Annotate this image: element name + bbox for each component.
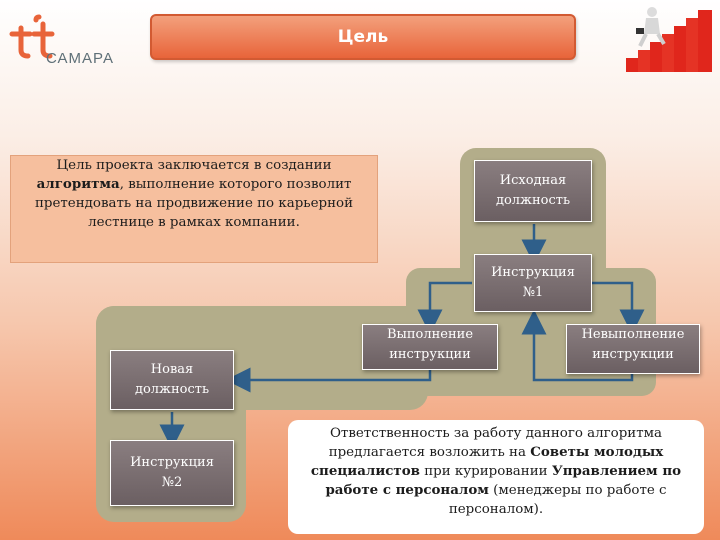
node-execution-line1: Выполнение [386, 327, 474, 342]
goal-text-bold: алгоритма [36, 176, 120, 192]
resp-part3: (менеджеры по работе с персоналом). [448, 483, 667, 517]
company-logo [8, 14, 128, 74]
node-non-execution: Невыполнение инструкции [566, 324, 700, 374]
node-instruction2-line1: Инструкция [130, 455, 214, 470]
resp-part1: Ответственность за работу данного алгори… [328, 426, 663, 460]
node-initial-line2: должность [495, 193, 571, 208]
node-nonexecution-line2: инструкции [592, 347, 674, 362]
responsibility-text: Ответственность за работу данного алгори… [288, 420, 704, 534]
arrow-nonexecution-to-instruction1 [521, 309, 634, 382]
logo-text: САМАРА [46, 50, 115, 67]
resp-bold1: Советы молодых специалистов [310, 444, 664, 479]
goal-text-after: , выполнение которого позволит претендов… [34, 177, 354, 230]
node-initial-line1: Исходная [499, 173, 567, 188]
node-new-position-line1: Новая [150, 362, 194, 377]
node-nonexecution-line1: Невыполнение [581, 327, 685, 342]
node-instruction2: Инструкция №2 [110, 440, 234, 506]
goal-text-before: Цель проекта заключается в создании [56, 158, 332, 173]
node-instruction2-line2: №2 [161, 475, 183, 490]
node-new-position-line2: должность [134, 382, 210, 397]
node-instruction1: Инструкция №1 [474, 254, 592, 312]
logo-mark-icon [9, 14, 55, 59]
node-instruction1-line1: Инструкция [491, 265, 575, 280]
arrow-instruction1-to-execution [417, 281, 472, 335]
resp-part2: при курировании [419, 464, 552, 479]
arrow-execution-to-new-position [225, 367, 432, 393]
node-initial-position: Исходная должность [474, 160, 592, 222]
arrow-instruction1-to-nonexecution [592, 281, 645, 335]
page-title: Цель [150, 14, 576, 60]
node-instruction1-line2: №1 [522, 285, 544, 300]
node-execution-line2: инструкции [389, 347, 471, 362]
career-stairs-icon [624, 2, 716, 74]
node-execution: Выполнение инструкции [362, 324, 498, 370]
resp-bold2: Управлением по работе с персоналом [325, 463, 682, 498]
project-goal-text: Цель проекта заключается в создании алго… [10, 155, 378, 263]
node-new-position: Новая должность [110, 350, 234, 410]
